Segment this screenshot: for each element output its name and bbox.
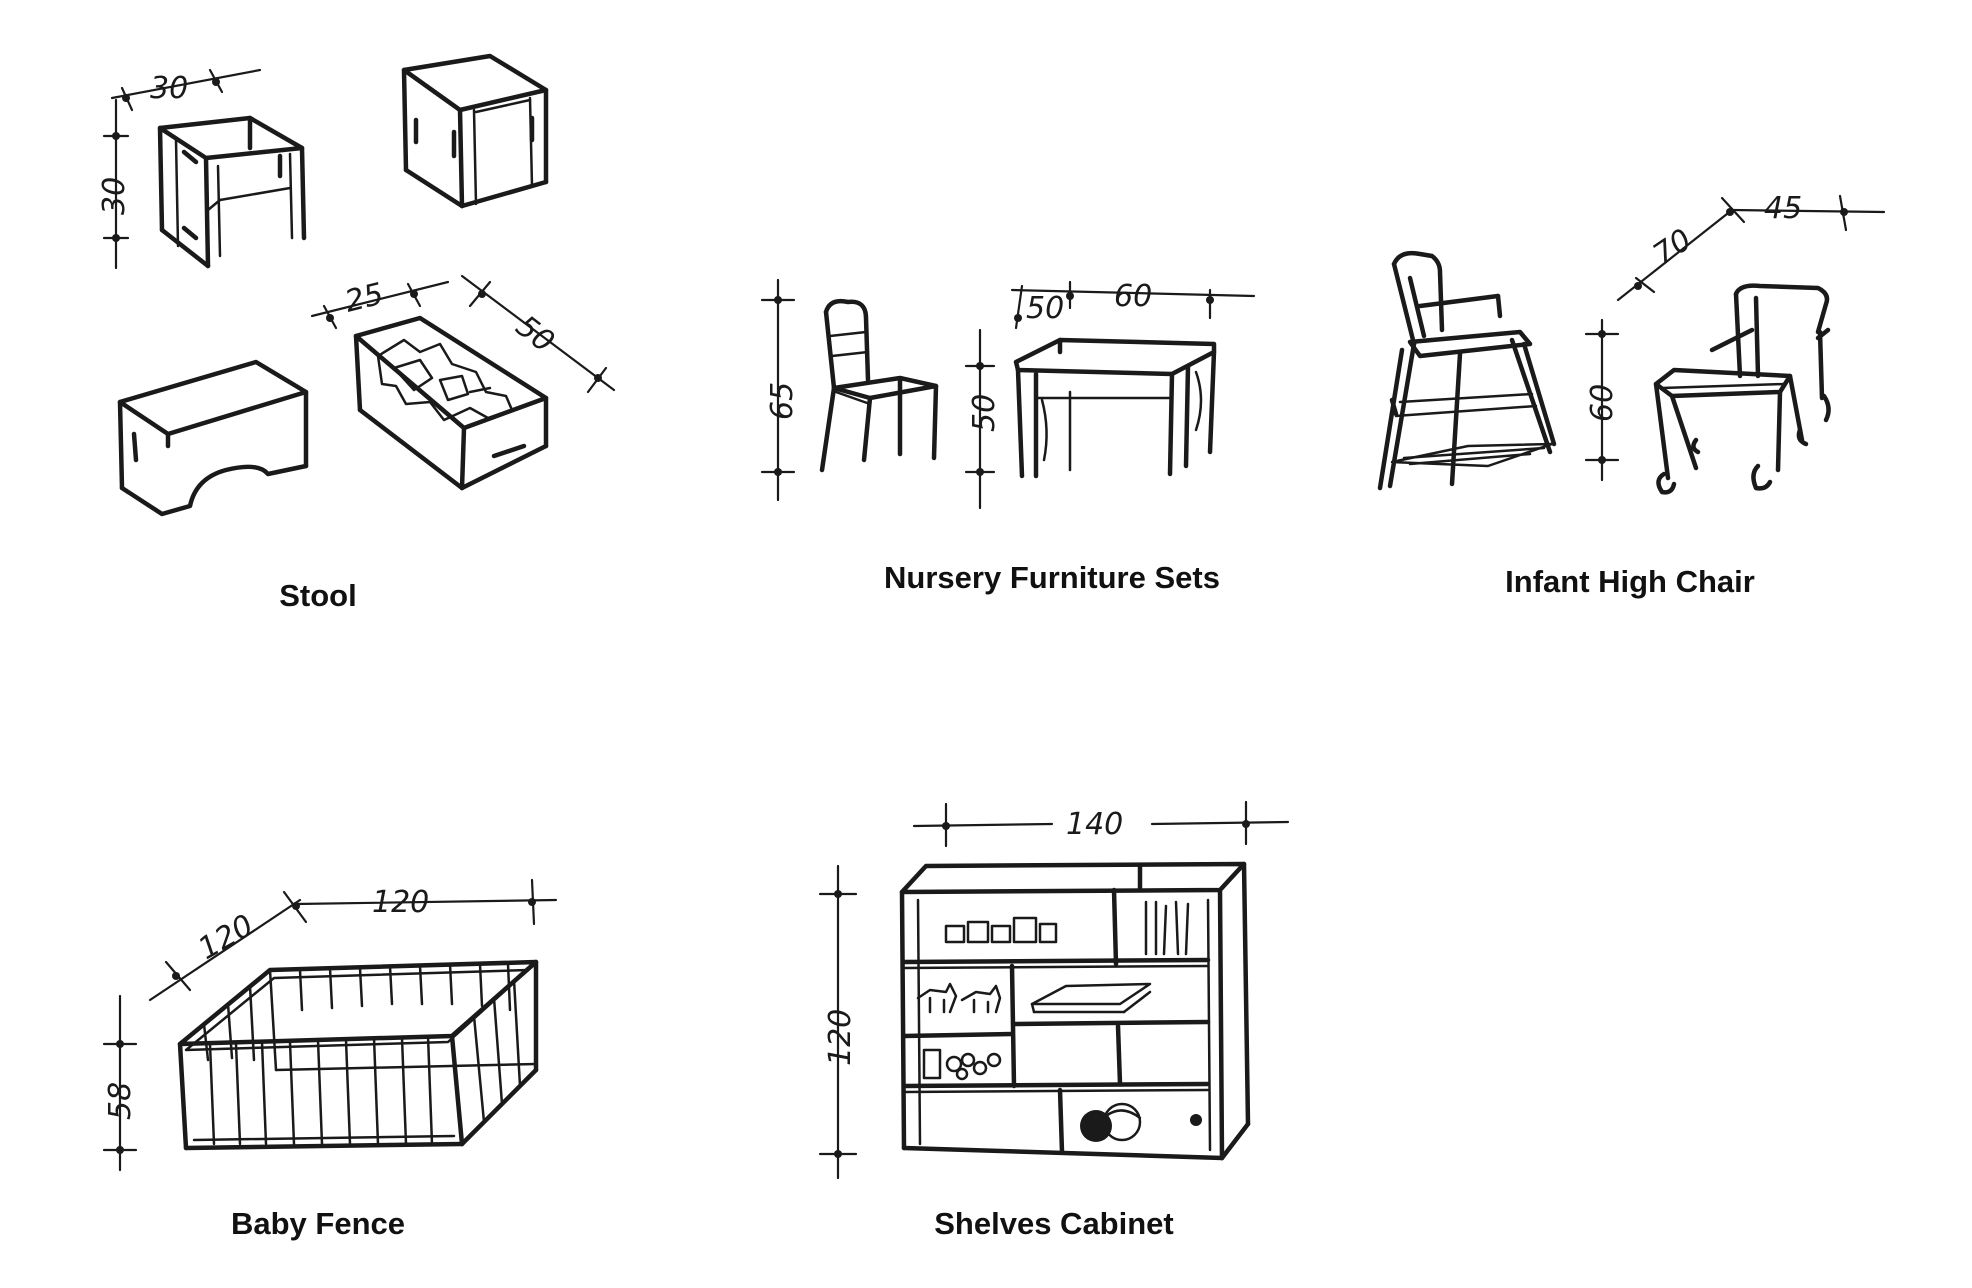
shelves-cabinet [899,861,1251,1161]
high-chair-length-dimension: 70 [1616,196,1746,302]
shelves-height-dimension: 120 [818,864,858,1180]
high-chair-width-label: 45 [1764,191,1802,226]
fence-width-label: 120 [372,885,429,920]
stool-illustration: 30 30 [97,53,616,517]
high-chair-height-dimension: 60 [1584,318,1620,482]
high-chair-width-dimension: 45 [1730,191,1886,232]
baby-fence-caption: Baby Fence [230,1206,406,1241]
baby-fence-illustration: 120 120 58 [102,878,558,1172]
shelf-books [1144,900,1190,956]
closed-stool [401,53,549,209]
nursery-furniture-illustration: 65 50 60 [760,278,1256,510]
stool-box-length-dimension: 50 [460,274,616,394]
child-chair [819,298,939,473]
stool-toy-box [353,315,549,491]
desk-depth-label: 50 [1026,291,1064,326]
baby-fence-playpen [177,959,539,1151]
fence-height-label: 58 [103,1082,138,1120]
stool-width-label: 30 [150,71,188,106]
desk-top-dimension: 50 60 [1010,279,1256,330]
shelves-height-label: 120 [823,1009,858,1066]
shelves-width-dimension: 140 [912,800,1290,848]
fence-depth-dimension: 120 [148,890,308,1002]
chair-height-label: 65 [765,382,800,420]
stool-height-dimension: 30 [97,98,132,270]
child-desk [1013,337,1217,479]
chair-height-dimension: 65 [760,278,800,502]
shelves-cabinet-caption: Shelves Cabinet [934,1206,1174,1241]
shelf-ball-and-drum [1080,1102,1202,1142]
nursery-furniture-caption: Nursery Furniture Sets [884,560,1220,595]
shelf-toy-balls [922,1048,1002,1081]
high-chair-caption: Infant High Chair [1505,564,1755,599]
tall-high-chair [1377,250,1557,491]
high-chair-height-label: 60 [1585,384,1620,422]
high-chair-length-label: 70 [1647,222,1698,272]
fence-front-bars [208,1034,434,1146]
shelf-toy-blocks [944,916,1058,944]
shelf-tray [1030,982,1152,1014]
stool-box-width-label: 25 [341,277,387,320]
shelves-width-label: 140 [1066,807,1123,842]
low-chair-with-wheels [1653,283,1831,495]
stool-bench [117,359,309,517]
fence-height-dimension: 58 [102,994,138,1172]
shelf-toy-horses [916,982,1002,1014]
stool-height-label: 30 [97,177,132,215]
desk-height-label: 50 [967,394,1002,432]
fence-width-dimension: 120 [294,878,558,926]
fence-back-bars [298,962,512,1012]
fence-side-bars [202,978,522,1124]
stool-caption: Stool [279,578,357,613]
fence-depth-label: 120 [193,908,260,967]
desk-width-label: 60 [1114,279,1152,314]
stool-width-dimension: 30 [110,68,262,112]
shelves-cabinet-illustration: 140 120 [818,800,1290,1180]
desk-height-dimension: 50 [964,328,1002,510]
open-stool [157,115,307,269]
high-chair-illustration: 70 45 60 [1377,191,1886,495]
